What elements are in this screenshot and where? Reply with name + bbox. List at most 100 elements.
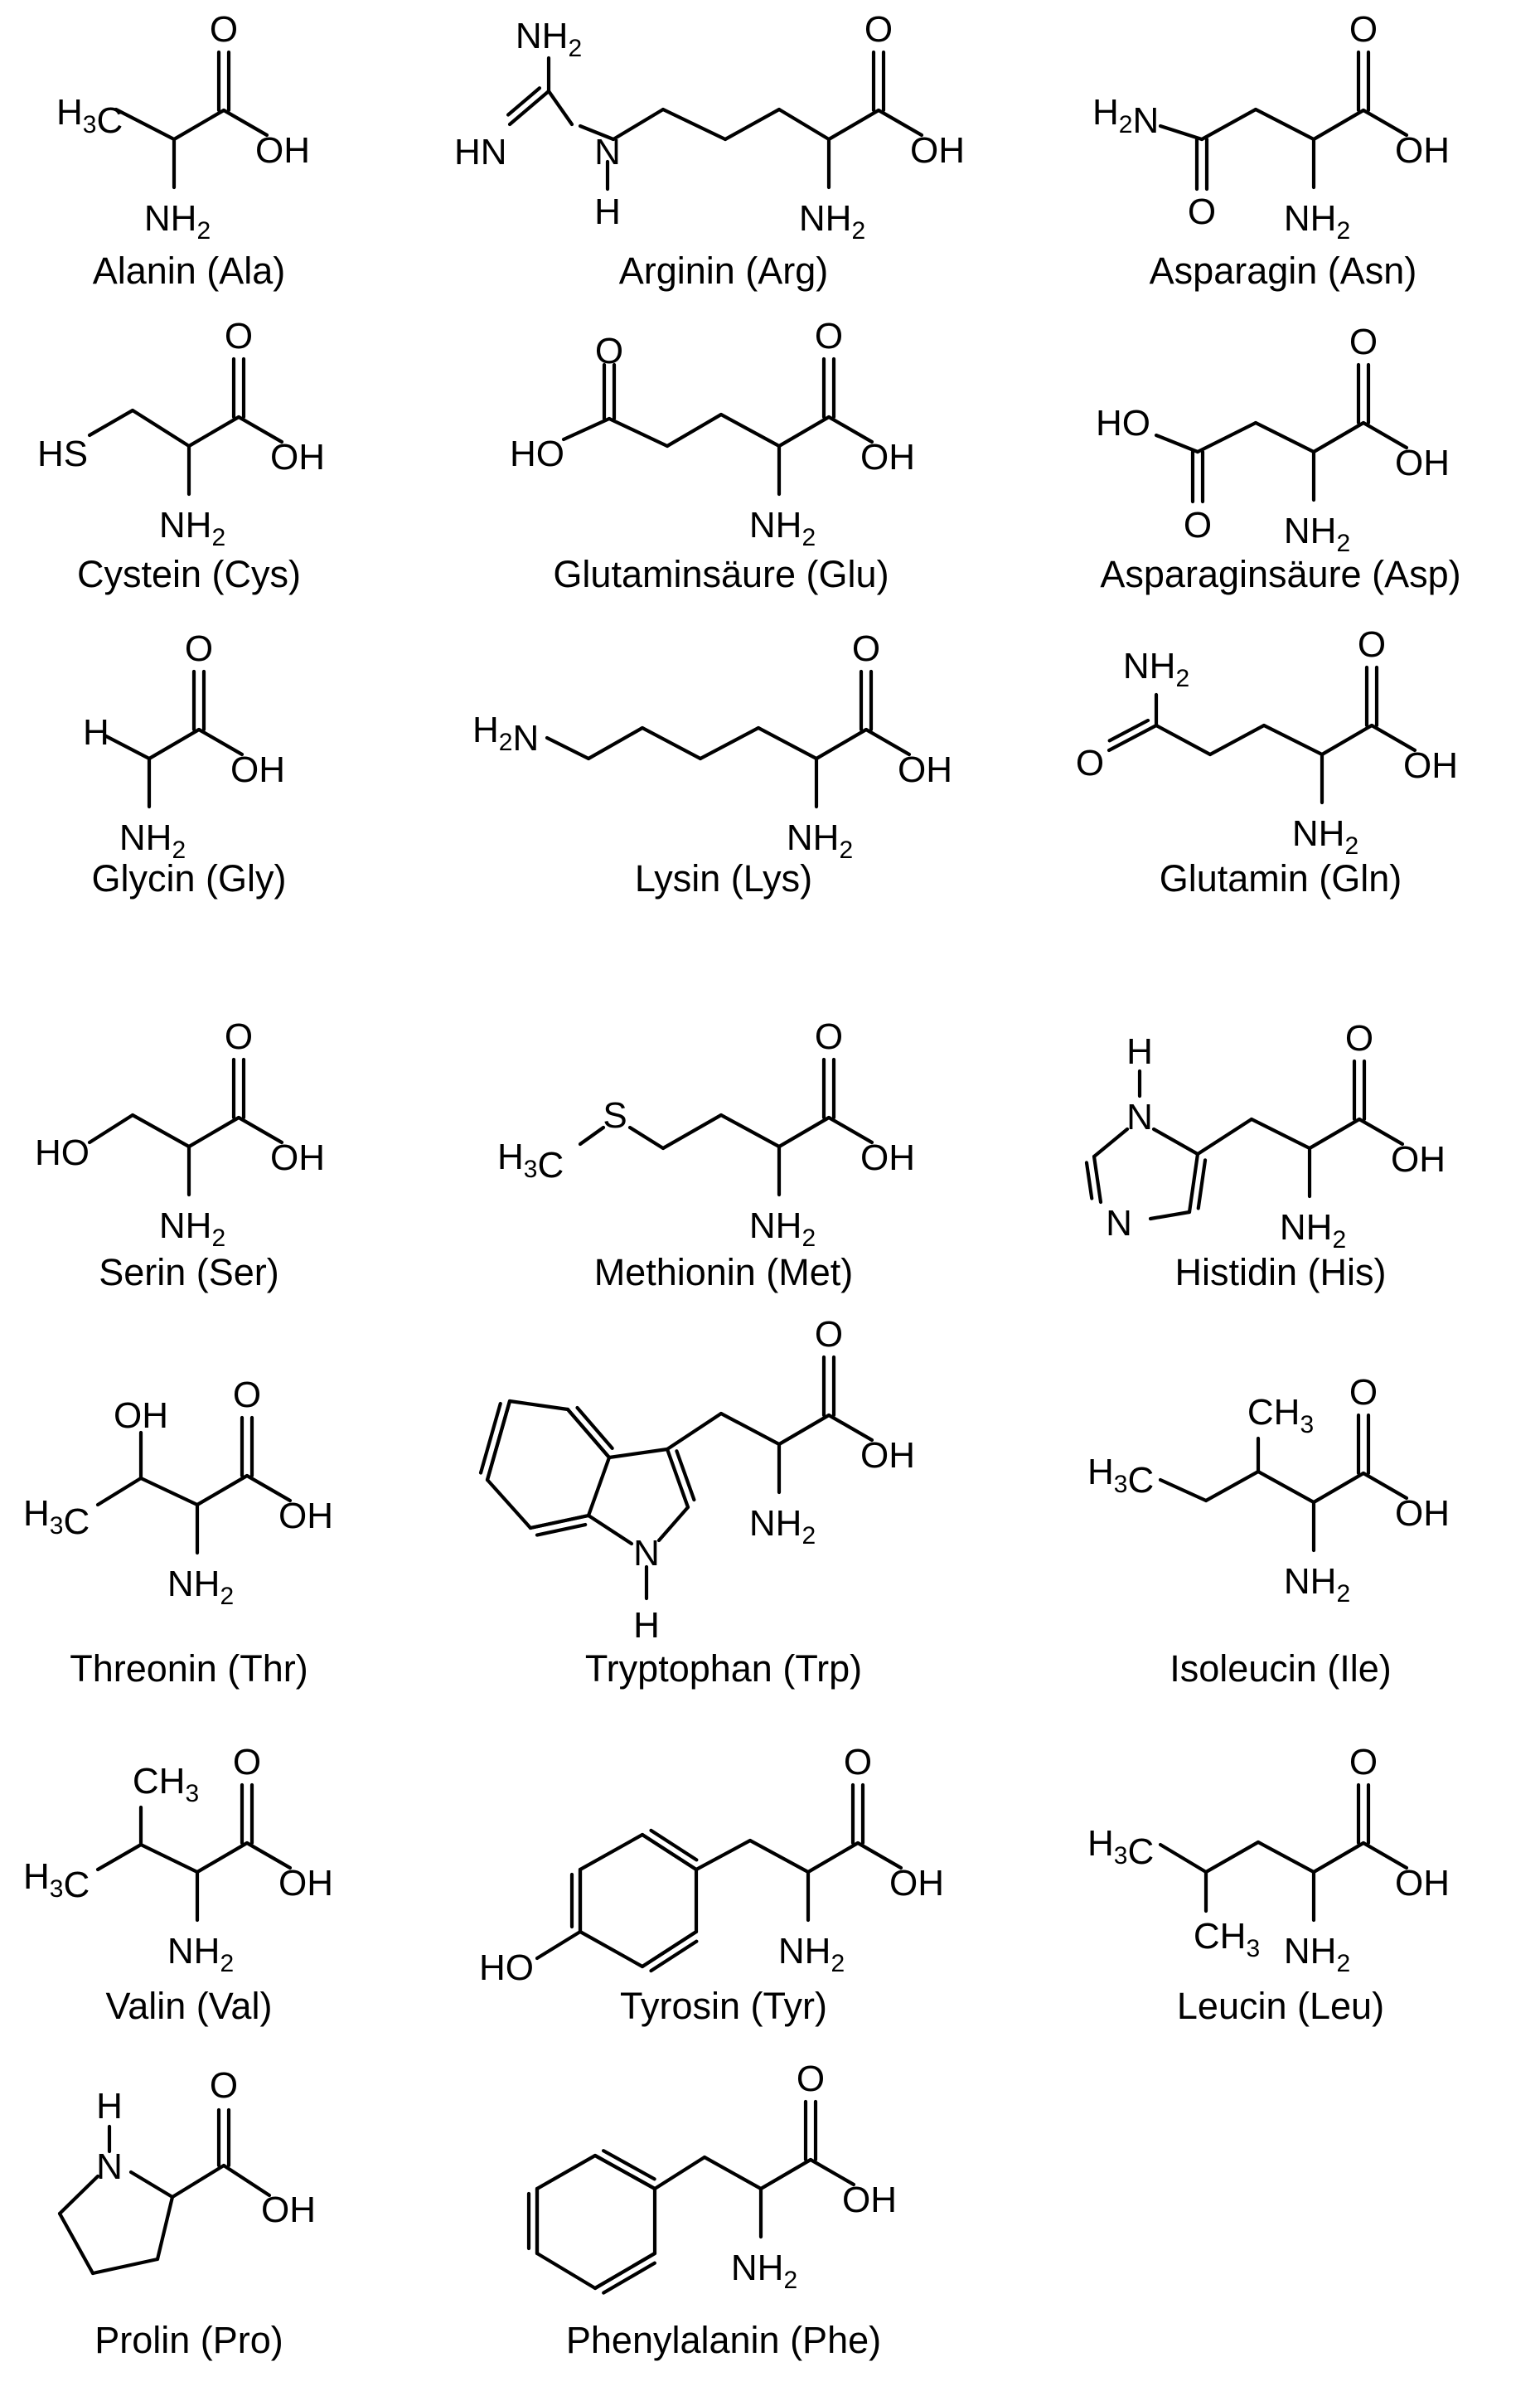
asparagin-structure — [1158, 50, 1409, 192]
atom-label: O — [1349, 1742, 1378, 1782]
bond-line — [777, 1115, 831, 1149]
lysin-structure — [545, 669, 912, 809]
atom-label: O — [852, 628, 880, 669]
bond-line — [186, 1115, 241, 1149]
atom-label: H3C — [497, 1137, 564, 1186]
atom-label: O — [844, 1742, 872, 1782]
bond-line — [578, 124, 616, 142]
atom-label: O — [1349, 322, 1378, 362]
bond-line — [1084, 1161, 1094, 1200]
bond-line — [602, 2149, 656, 2181]
bond-line — [57, 2174, 100, 2216]
bond-line — [1311, 108, 1366, 142]
bond-line — [719, 1411, 782, 1447]
isoleucin-structure — [1158, 1413, 1409, 1553]
bond-line — [1361, 1471, 1409, 1501]
atom-label: H — [83, 712, 109, 753]
atom-label: O — [815, 1314, 843, 1355]
caption-serin: Serin (Ser) — [99, 1251, 279, 1293]
bond-line — [528, 1513, 591, 1530]
bond-line — [806, 1841, 860, 1874]
atom-label: CH3 — [1194, 1916, 1260, 1962]
bond-line — [702, 2155, 763, 2191]
alanin-labels: H3C — [56, 92, 123, 141]
serin-structure — [87, 1057, 284, 1197]
bond-line — [561, 416, 612, 442]
bond-line — [1253, 107, 1316, 142]
bond-line — [1107, 723, 1159, 753]
bond-line — [661, 107, 728, 142]
bond-line — [1158, 1477, 1208, 1503]
atom-label: O — [1358, 624, 1386, 665]
bond-line — [535, 1929, 583, 1961]
bond-line — [578, 1125, 606, 1147]
caption-prolin: Prolin (Pro) — [94, 2319, 283, 2361]
caption-asparaginsaeure: Asparaginsäure (Asp) — [1100, 553, 1460, 595]
bond-line — [652, 2155, 707, 2191]
bond-line — [808, 2157, 856, 2187]
bond-line — [1154, 723, 1213, 757]
bond-line — [602, 2261, 656, 2295]
atom-label: H3C — [23, 1493, 90, 1542]
atom-label: O — [1345, 1018, 1373, 1059]
glutaminsaeure-labels: HOO — [510, 331, 623, 474]
atom-label: OH — [255, 130, 310, 171]
bond-line — [155, 2195, 175, 2262]
bond-line — [640, 1929, 699, 1969]
atom-label: NH2 — [731, 2248, 797, 2294]
atom-label: N — [633, 1533, 660, 1574]
tryptophan-structure — [478, 1355, 874, 1601]
bond-line — [545, 735, 591, 761]
bond-line — [1262, 723, 1324, 757]
bond-line — [1369, 723, 1417, 753]
bond-line — [87, 1113, 135, 1145]
atom-label: NH2 — [799, 198, 865, 245]
atom-label: OH — [230, 749, 285, 790]
atom-label: NH2 — [1284, 198, 1350, 245]
bond-line — [1256, 1840, 1316, 1874]
atom-label: O — [815, 316, 843, 356]
atom-label: NH2 — [1284, 1561, 1350, 1608]
bond-line — [1107, 718, 1150, 743]
glycin-labels: H — [83, 712, 109, 753]
bond-line — [661, 1113, 724, 1151]
caption-leucin: Leucin (Leu) — [1177, 1985, 1384, 2027]
bond-line — [777, 107, 831, 142]
atom-label: NH2 — [159, 1205, 225, 1252]
bond-line — [586, 725, 645, 761]
atom-label: O — [1184, 505, 1212, 546]
bond-line — [535, 1522, 588, 1537]
atom-label: OH — [1403, 745, 1458, 786]
atom-label: NH2 — [144, 198, 211, 245]
bond-line — [535, 2251, 598, 2291]
cystein-structure — [87, 356, 284, 497]
prolin-structure — [57, 2107, 272, 2276]
bond-line — [170, 2163, 226, 2199]
atom-label: H — [633, 1605, 660, 1646]
bond-line — [507, 1399, 570, 1412]
atom-label: OH — [270, 437, 325, 478]
histidin-structure — [1084, 1059, 1405, 1221]
bond-line — [864, 727, 912, 757]
bond-line — [1203, 1469, 1261, 1503]
atom-label: O — [225, 316, 253, 356]
atom-label: H — [594, 192, 621, 232]
atom-label: O — [185, 628, 213, 669]
atom-label: O — [1076, 743, 1104, 783]
atom-label: NH2 — [516, 16, 582, 62]
tyrosin-structure — [535, 1782, 903, 1973]
bond-line — [1307, 1117, 1362, 1151]
bond-line — [245, 1473, 293, 1503]
atom-label: H3C — [1087, 1452, 1154, 1501]
bond-line — [95, 1842, 143, 1872]
